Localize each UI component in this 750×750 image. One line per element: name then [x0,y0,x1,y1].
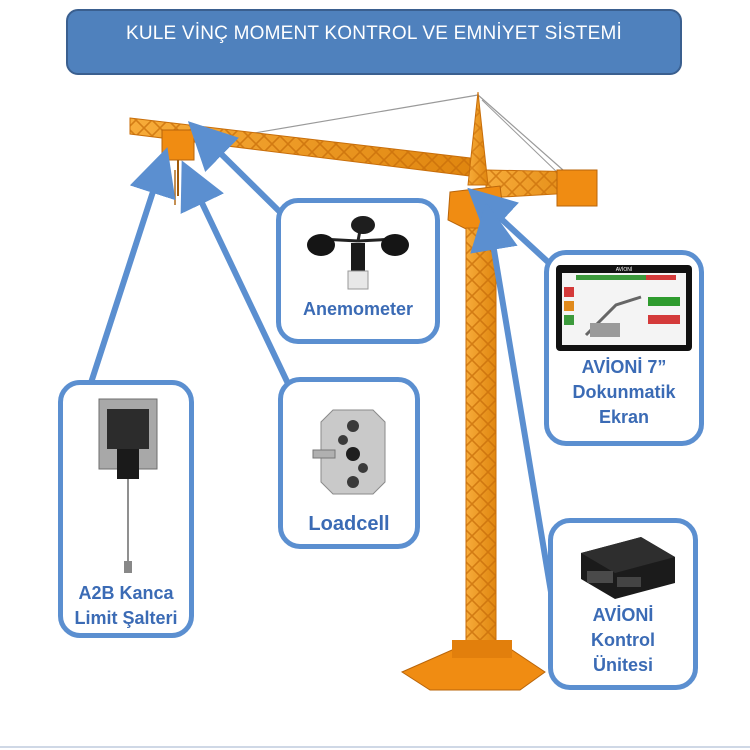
touchscreen-icon: AVİONİ [556,265,692,351]
anemometer-label: Anemometer [302,299,414,319]
display-label-line3: Ekran [598,407,650,427]
control-unit-label-line3: Ünitesi [592,655,653,675]
arrow-a2b [85,147,176,393]
display-screen-brand: AVİONİ [616,266,633,273]
control-unit-card: AVİONİ Kontrol Ünitesi [548,518,698,690]
loadcell-card: Loadcell [278,377,420,549]
display-label-line1: AVİONİ 7” [581,357,667,377]
limit-switch-icon [98,398,158,573]
display-label-line2: Dokunmatik [572,382,676,402]
arrow-loadcell [180,160,295,394]
footer-divider [0,746,750,748]
title-banner: KULE VİNÇ MOMENT KONTROL VE EMNİYET SİST… [66,9,682,75]
anemometer-icon [307,216,409,290]
anemometer-card: Anemometer [276,198,440,344]
page-title: KULE VİNÇ MOMENT KONTROL VE EMNİYET SİST… [126,23,622,44]
a2b-label-line2: Limit Şalteri [74,608,178,628]
loadcell-label: Loadcell [308,513,390,535]
loadcell-icon [312,409,386,495]
arrow-control-unit [470,202,555,599]
display-card: AVİONİ AVİONİ 7” Dokunmatik Ekran [544,250,704,446]
a2b-card: A2B Kanca Limit Şalteri [58,380,194,638]
arrow-anemometer [187,121,285,217]
a2b-label-line1: A2B Kanca [78,583,174,603]
control-unit-icon [581,537,675,599]
control-unit-label-line1: AVİONİ [592,605,654,625]
control-unit-label-line2: Kontrol [591,630,655,650]
